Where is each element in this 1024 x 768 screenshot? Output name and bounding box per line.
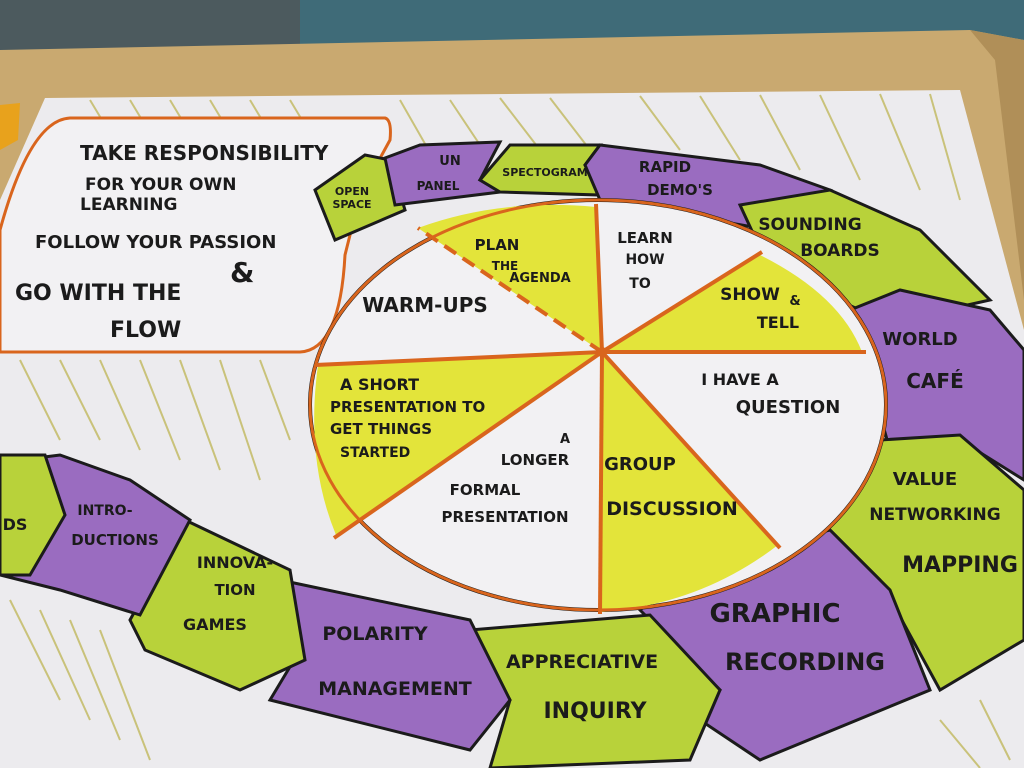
- wedge-short-presentation: [314, 352, 602, 535]
- table-edge: [970, 30, 1024, 300]
- label-mapping: MAPPING: [902, 553, 1018, 578]
- wheel-short3: GET THINGS: [330, 420, 432, 438]
- wheel-warmups: WARM-UPS: [362, 293, 488, 317]
- arrow-un-panel: [383, 140, 505, 207]
- wheel-to: TO: [629, 276, 651, 292]
- wheel-hub: [597, 347, 607, 357]
- label-world: WORLD: [882, 329, 957, 350]
- arrow-left-edge: [0, 453, 67, 577]
- wheel-short2: PRESENTATION TO: [330, 398, 485, 416]
- label-space: SPACE: [332, 198, 371, 211]
- label-appreciative: APPRECIATIVE: [506, 651, 658, 673]
- label-graphic: GRAPHIC: [709, 599, 840, 629]
- label-sounding: SOUNDING: [758, 215, 861, 235]
- wedge-plan-agenda: [418, 204, 602, 352]
- wheel-learn: LEARN: [617, 229, 673, 247]
- wheel-the: THE: [492, 259, 518, 273]
- wheel-discussion: DISCUSSION: [606, 498, 738, 520]
- label-spectogram: SPECTOGRAM: [502, 166, 587, 179]
- callout-line6: GO WITH THE: [15, 281, 181, 306]
- wheel-how: HOW: [625, 252, 664, 268]
- label-panel: PANEL: [417, 179, 460, 193]
- wheel-short1: A SHORT: [340, 375, 419, 394]
- callout-line5: &: [230, 256, 254, 289]
- wheel-tell: TELL: [757, 313, 799, 332]
- callout-line2: FOR YOUR OWN: [85, 175, 236, 195]
- label-cafe: CAFÉ: [906, 369, 963, 393]
- label-value: VALUE: [893, 469, 957, 490]
- label-recording: RECORDING: [725, 648, 885, 676]
- wheel-question: QUESTION: [736, 397, 841, 418]
- wheel-amp: &: [789, 294, 800, 309]
- wheel-dividers: [314, 203, 866, 615]
- callout-line4: FOLLOW YOUR PASSION: [35, 232, 276, 253]
- label-polarity: POLARITY: [322, 623, 428, 645]
- label-boards: BOARDS: [800, 241, 880, 261]
- wheel-longer: LONGER: [501, 451, 570, 469]
- wedge-show-tell: [602, 255, 862, 352]
- wheel-plan: PLAN: [475, 236, 520, 254]
- wheel-group: GROUP: [604, 454, 676, 475]
- label-inquiry: INQUIRY: [543, 699, 647, 724]
- wheel-formal: FORMAL: [450, 481, 521, 499]
- label-innova: INNOVA-: [197, 553, 273, 572]
- label-rapid: RAPID: [639, 158, 691, 176]
- wheel-agenda: AGENDA: [509, 271, 570, 286]
- wheel-presentation: PRESENTATION: [441, 508, 568, 526]
- wedge-group-discussion: [600, 352, 778, 612]
- label-networking: NETWORKING: [869, 505, 1000, 525]
- wheel-rim: [308, 198, 888, 612]
- wheel-show: SHOW: [720, 285, 780, 305]
- label-games: GAMES: [183, 615, 247, 634]
- label-un: UN: [439, 154, 460, 169]
- sticky-note-edge: [0, 103, 20, 150]
- format-wheel: PLAN THE AGENDA LEARN HOW TO SHOW & TELL…: [308, 198, 888, 615]
- wheel-a: A: [560, 432, 570, 447]
- label-tion: TION: [214, 581, 255, 599]
- label-management: MANAGEMENT: [318, 678, 472, 700]
- label-open: OPEN: [335, 185, 369, 198]
- callout-line3: LEARNING: [80, 195, 177, 215]
- label-intro: INTRO-: [77, 503, 132, 519]
- callout-line1: TAKE RESPONSIBILITY: [80, 141, 329, 165]
- wheel-short4: STARTED: [340, 445, 410, 461]
- label-ductions: DUCTIONS: [71, 531, 159, 549]
- wheel-i-have: I HAVE A: [701, 370, 779, 389]
- callout-line7: FLOW: [110, 318, 181, 343]
- label-demos: DEMO'S: [647, 181, 713, 199]
- label-ds: DS: [3, 515, 28, 534]
